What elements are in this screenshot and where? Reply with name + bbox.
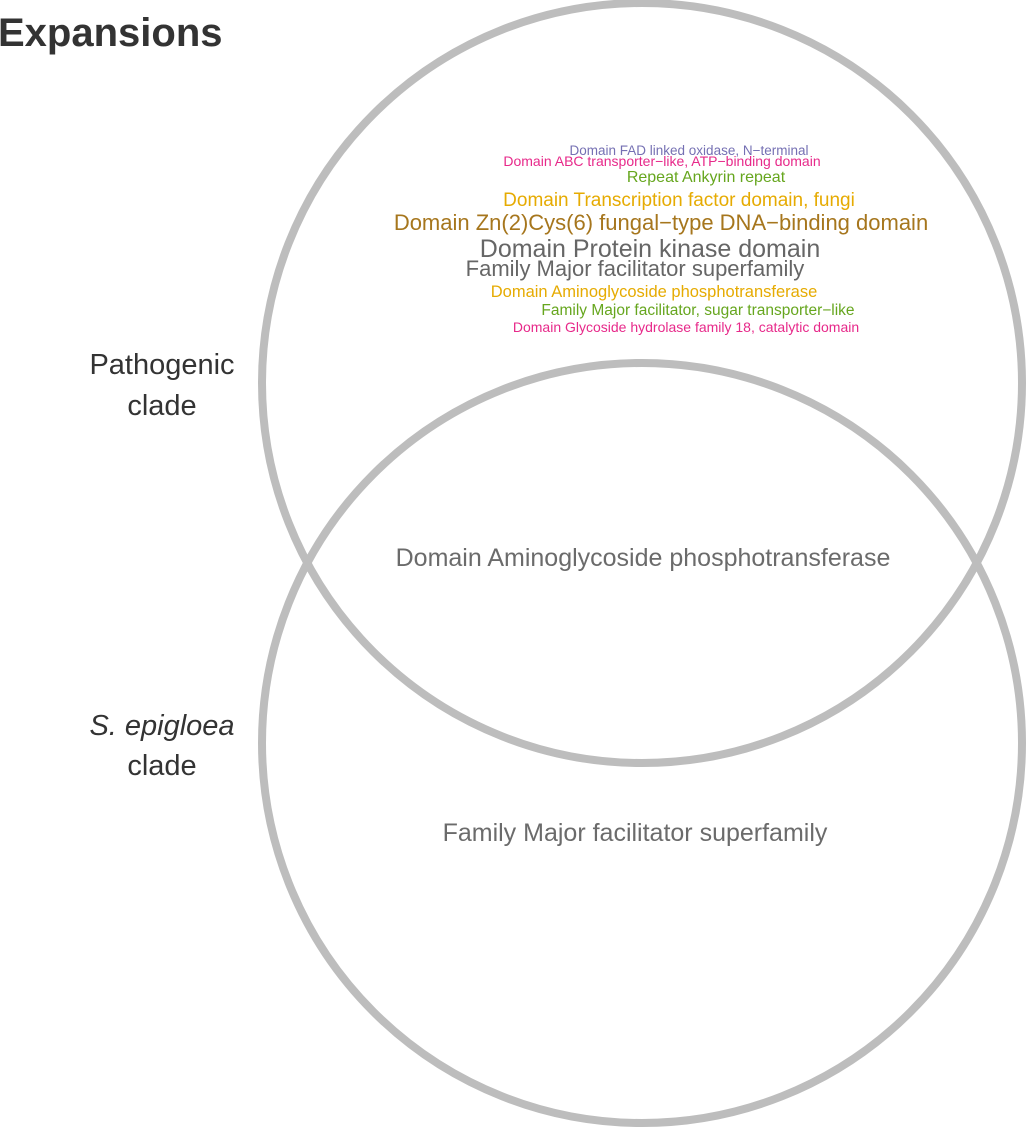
term-sugar-transporter: Family Major facilitator, sugar transpor…: [541, 302, 854, 319]
pathogenic-only-terms: Domain FAD linked oxidase, N−terminal Do…: [394, 143, 928, 335]
term-zn2cys6: Domain Zn(2)Cys(6) fungal−type DNA−bindi…: [394, 210, 928, 235]
intersection-term: Domain Aminoglycoside phosphotransferase: [396, 544, 891, 572]
pathogenic-clade-label-line2: clade: [127, 390, 196, 422]
term-glycoside-hydrolase: Domain Glycoside hydrolase family 18, ca…: [513, 319, 859, 335]
term-major-facilitator-superfamily: Family Major facilitator superfamily: [466, 256, 805, 281]
term-ankyrin-repeat: Repeat Ankyrin repeat: [627, 169, 786, 186]
term-fad-linked-oxidase: Domain FAD linked oxidase, N−terminal: [570, 143, 809, 158]
term-abc-transporter: Domain ABC transporter−like, ATP−binding…: [503, 153, 820, 169]
epigloea-clade-label: S. epigloea: [89, 710, 234, 742]
epigloea-only-term: Family Major facilitator superfamily: [443, 819, 828, 847]
term-transcription-factor: Domain Transcription factor domain, fung…: [503, 190, 855, 211]
epigloea-clade-label-line2: clade: [127, 750, 196, 782]
diagram-title: Expansions: [0, 11, 223, 55]
pathogenic-clade-circle: [258, 0, 1026, 767]
term-protein-kinase: Domain Protein kinase domain: [480, 235, 820, 263]
term-aminoglycoside-phosphotransferase: Domain Aminoglycoside phosphotransferase: [491, 283, 818, 301]
epigloea-clade-circle: [258, 359, 1026, 1127]
pathogenic-clade-label: Pathogenic: [89, 349, 234, 381]
